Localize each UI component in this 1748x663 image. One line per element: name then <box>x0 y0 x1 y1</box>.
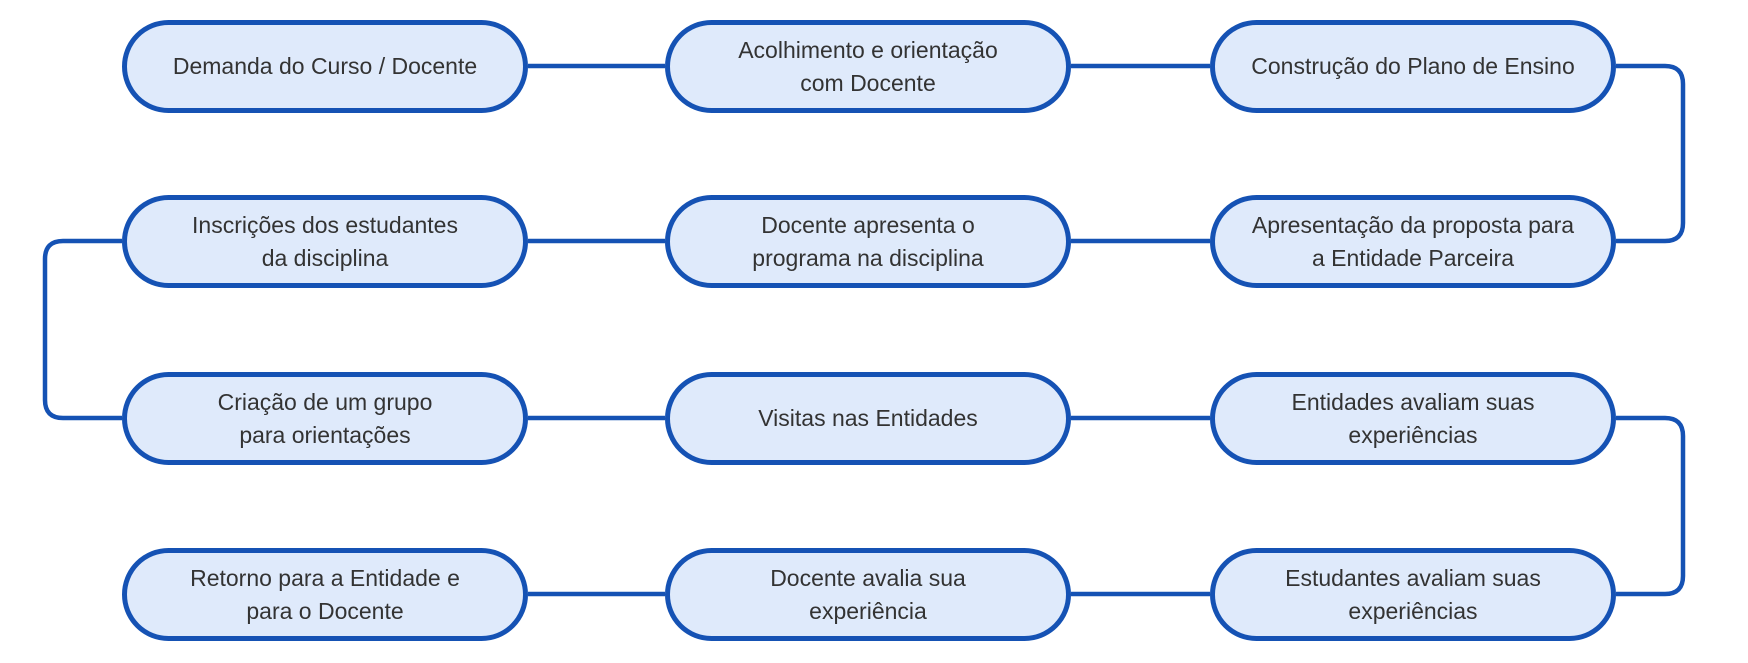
node-inscricoes-estudantes: Inscrições dos estudantes da disciplina <box>122 195 528 288</box>
node-estudantes-avaliam: Estudantes avaliam suas experiências <box>1210 548 1616 641</box>
node-construcao-plano-ensino: Construção do Plano de Ensino <box>1210 20 1616 113</box>
node-entidades-avaliam: Entidades avaliam suas experiências <box>1210 372 1616 465</box>
connector-9-12-right-hook <box>1616 415 1686 597</box>
node-docente-apresenta-programa: Docente apresenta o programa na discipli… <box>665 195 1071 288</box>
node-demanda-curso-docente: Demanda do Curso / Docente <box>122 20 528 113</box>
node-acolhimento-orientacao: Acolhimento e orientação com Docente <box>665 20 1071 113</box>
node-retorno-entidade-docente: Retorno para a Entidade e para o Docente <box>122 548 528 641</box>
node-apresentacao-proposta-entidade: Apresentação da proposta para a Entidade… <box>1210 195 1616 288</box>
connector-3-6-right-hook <box>1616 63 1686 244</box>
connector-4-7-left-hook <box>42 238 122 421</box>
node-visitas-entidades: Visitas nas Entidades <box>665 372 1071 465</box>
node-criacao-grupo-orientacoes: Criação de um grupo para orientações <box>122 372 528 465</box>
node-docente-avalia: Docente avalia sua experiência <box>665 548 1071 641</box>
